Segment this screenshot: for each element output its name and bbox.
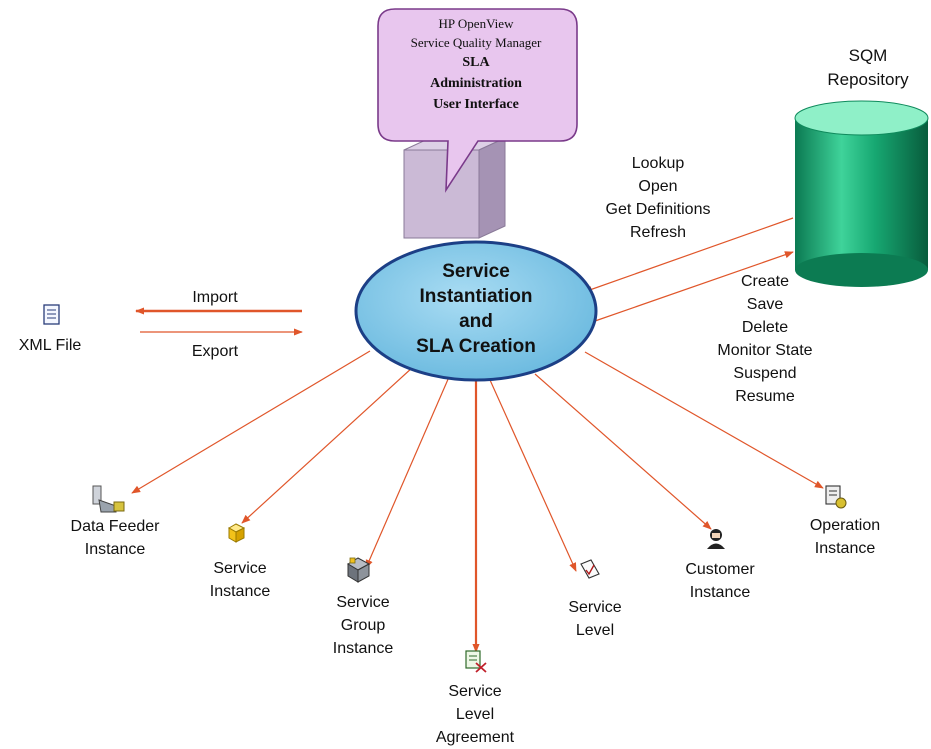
customer-instance-label: Customer Instance: [660, 558, 780, 604]
ui-bubble-text: HP OpenView Service Quality Manager SLA …: [376, 14, 576, 115]
write-op: Monitor State: [717, 342, 813, 359]
node-line: Instance: [814, 540, 876, 557]
write-op: Save: [746, 296, 784, 313]
node-line: Level: [575, 622, 615, 639]
cube-icon: [227, 523, 246, 543]
read-op: Refresh: [629, 224, 687, 241]
center-line-1: Service: [442, 261, 510, 282]
bubble-line-1: HP OpenView: [438, 16, 514, 31]
arrow-to-service-level: [489, 379, 577, 572]
bubble-bold-2: Administration: [430, 76, 522, 91]
arrow-repo-to-center: [583, 217, 794, 293]
node-line: Instance: [689, 584, 751, 601]
operation-instance-label: Operation Instance: [785, 514, 905, 560]
write-op: Create: [740, 273, 790, 290]
node-line: Operation: [809, 517, 881, 534]
node-line: Agreement: [435, 729, 515, 746]
node-line: Data Feeder: [70, 518, 160, 535]
arrow-to-customer: [534, 373, 712, 530]
repository-title: SQM Repository: [808, 44, 928, 92]
import-label: Import: [192, 289, 238, 306]
center-process-label: Service Instantiation and SLA Creation: [356, 259, 596, 359]
node-line: Customer: [685, 561, 755, 578]
center-line-3: and: [459, 311, 493, 332]
read-op: Open: [638, 178, 678, 195]
write-operations-label: Create Save Delete Monitor State Suspend…: [700, 270, 830, 408]
ui-pedestal-box: [403, 137, 506, 239]
node-line: Service: [568, 599, 622, 616]
service-level-agreement-label: Service Level Agreement: [420, 680, 530, 749]
service-level-label: Service Level: [540, 596, 650, 642]
bubble-bold-1: SLA: [462, 55, 490, 70]
service-instance-label: Service Instance: [185, 557, 295, 603]
bubble-bold-3: User Interface: [433, 97, 519, 112]
operation-icon: [825, 485, 847, 509]
document-icon: [43, 304, 60, 325]
center-line-2: Instantiation: [419, 286, 533, 307]
node-line: Instance: [332, 640, 394, 657]
node-line: Service: [213, 560, 267, 577]
service-group-instance-label: Service Group Instance: [308, 591, 418, 660]
center-process-ellipse: [354, 240, 598, 382]
read-op: Get Definitions: [605, 201, 711, 218]
write-op: Resume: [735, 388, 795, 405]
repository-line-2: Repository: [827, 70, 909, 89]
bubble-line-2: Service Quality Manager: [410, 35, 542, 50]
node-line: Service: [336, 594, 390, 611]
read-operations-label: Lookup Open Get Definitions Refresh: [588, 152, 728, 244]
arrow-to-service-group: [365, 376, 450, 569]
arrow-center-to-repo: [594, 251, 794, 322]
write-op: Suspend: [733, 365, 797, 382]
ui-speech-bubble: [377, 8, 578, 193]
repository-line-1: SQM: [848, 46, 888, 65]
node-line: Instance: [209, 583, 271, 600]
data-feeder-icon: [92, 485, 125, 513]
group-box-icon: [347, 557, 371, 583]
arrow-to-service-instance: [241, 366, 414, 524]
node-line: Level: [455, 706, 495, 723]
arrow-to-data-feeder: [131, 350, 371, 494]
center-line-4: SLA Creation: [416, 336, 536, 357]
export-label: Export: [191, 343, 239, 360]
node-line: Service: [448, 683, 502, 700]
agreement-icon: [465, 650, 487, 673]
write-op: Delete: [741, 319, 789, 336]
xml-file-label: XML File: [18, 337, 82, 354]
read-op: Lookup: [631, 155, 685, 172]
person-icon: [707, 529, 725, 549]
sqm-repository-cylinder: [794, 100, 929, 287]
arrow-to-operation: [584, 351, 824, 489]
node-line: Instance: [84, 541, 146, 558]
data-feeder-instance-label: Data Feeder Instance: [40, 515, 190, 561]
level-icon: [580, 559, 600, 579]
node-line: Group: [340, 617, 386, 634]
